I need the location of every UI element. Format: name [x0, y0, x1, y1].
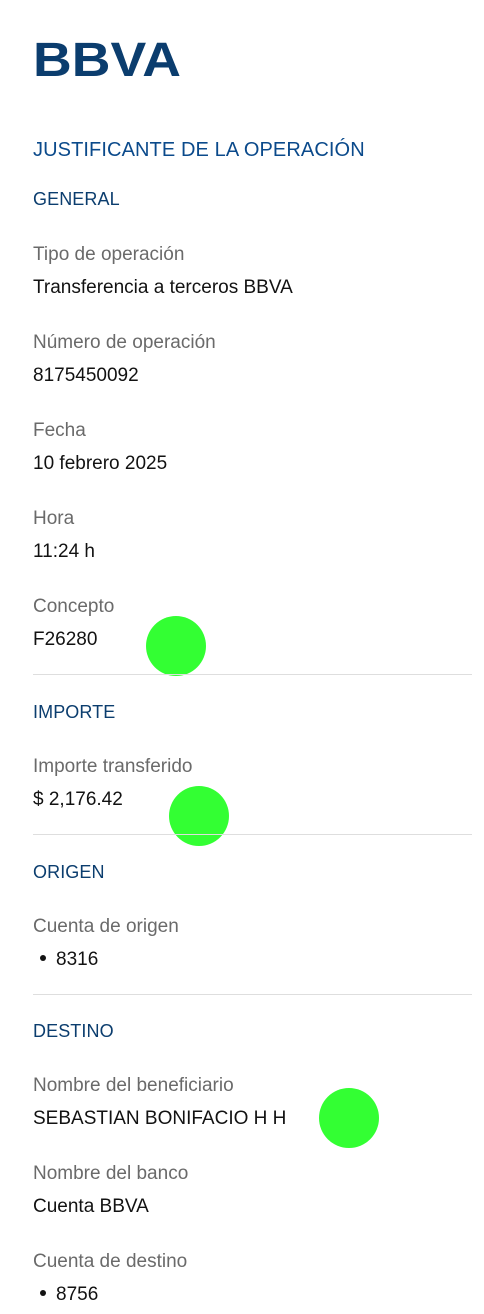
concepto-label: Concepto: [33, 596, 115, 617]
bullet-icon: [40, 1290, 46, 1297]
importe-transferido-label: Importe transferido: [33, 756, 193, 777]
bbva-logo: BBVA: [33, 34, 181, 78]
svg-text:BBVA: BBVA: [33, 34, 181, 78]
bullet-icon: [40, 955, 46, 962]
fecha-value: 10 febrero 2025: [33, 453, 168, 474]
section-importe-title: IMPORTE: [33, 702, 116, 722]
hora-label: Hora: [33, 508, 75, 529]
tipo-operacion-label: Tipo de operación: [33, 244, 185, 265]
cuenta-origen-value-row: 8316: [33, 949, 98, 971]
importe-transferido-value: $ 2,176.42: [33, 789, 123, 810]
numero-operacion-label: Número de operación: [33, 332, 216, 353]
cuenta-origen-label: Cuenta de origen: [33, 916, 179, 937]
page-title: JUSTIFICANTE DE LA OPERACIÓN: [33, 139, 365, 161]
tipo-operacion-value: Transferencia a terceros BBVA: [33, 277, 293, 298]
banco-label: Nombre del banco: [33, 1163, 189, 1184]
redaction-dot: [146, 616, 206, 676]
concepto-value: F26280: [33, 629, 98, 650]
redaction-dot: [169, 786, 229, 846]
cuenta-destino-value: 8756: [56, 1284, 99, 1305]
banco-value: Cuenta BBVA: [33, 1196, 149, 1217]
divider: [33, 834, 472, 835]
numero-operacion-value: 8175450092: [33, 365, 139, 386]
section-general-title: GENERAL: [33, 189, 120, 209]
section-origen-title: ORIGEN: [33, 862, 105, 882]
cuenta-origen-value: 8316: [56, 949, 99, 970]
divider: [33, 674, 472, 675]
beneficiario-value: SEBASTIAN BONIFACIO H H: [33, 1108, 287, 1129]
section-destino-title: DESTINO: [33, 1021, 114, 1041]
redaction-dot: [319, 1088, 379, 1148]
divider: [33, 994, 472, 995]
beneficiario-label: Nombre del beneficiario: [33, 1075, 234, 1096]
fecha-label: Fecha: [33, 420, 86, 441]
cuenta-destino-label: Cuenta de destino: [33, 1251, 188, 1272]
cuenta-destino-value-row: 8756: [33, 1284, 98, 1306]
hora-value: 11:24 h: [33, 541, 95, 562]
